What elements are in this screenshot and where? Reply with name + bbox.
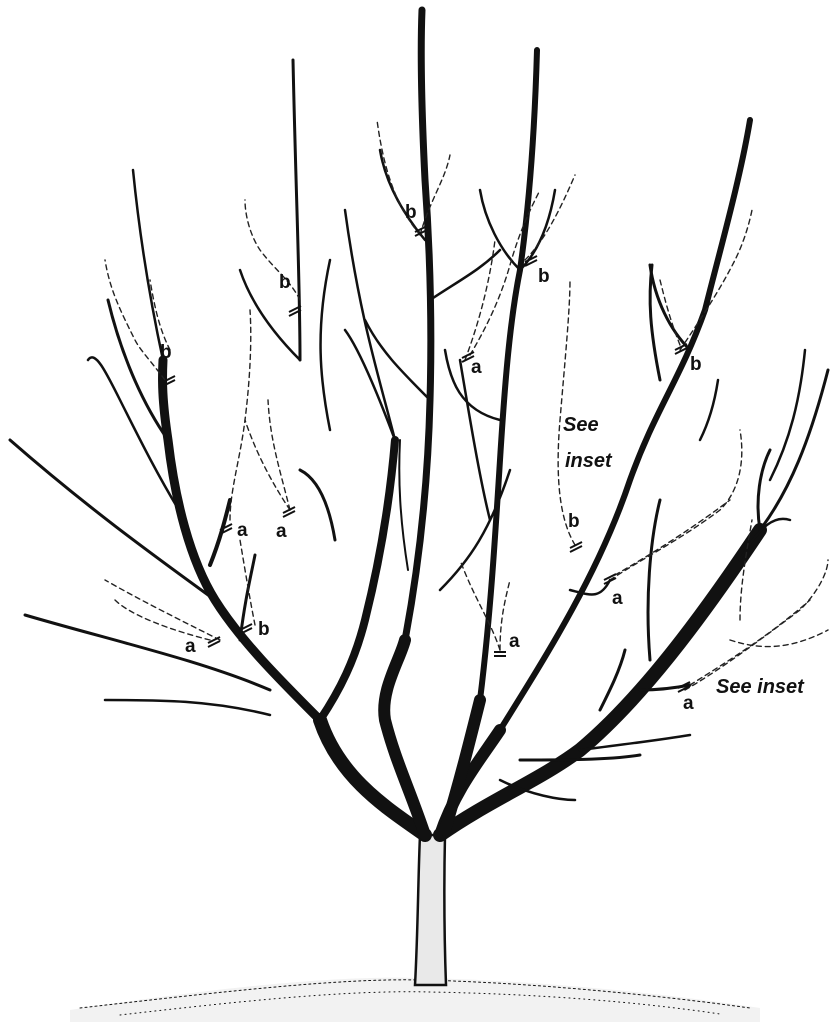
see-inset-callout: See inset xyxy=(716,676,805,698)
label-a: a xyxy=(471,357,482,378)
label-a: a xyxy=(276,521,287,542)
label-b: b xyxy=(258,619,270,640)
see-inset-callout-line2: inset xyxy=(565,450,613,472)
label-b: b xyxy=(160,342,172,363)
label-b: b xyxy=(568,511,580,532)
label-a: a xyxy=(185,636,196,657)
label-a: a xyxy=(509,631,520,652)
label-a: a xyxy=(683,693,694,714)
label-a: a xyxy=(612,588,623,609)
secondary-branches xyxy=(10,60,828,800)
label-b: b xyxy=(405,202,417,223)
label-b: b xyxy=(690,354,702,375)
see-inset-callout-line1: See xyxy=(563,414,599,436)
label-b: b xyxy=(538,266,550,287)
trunk xyxy=(415,835,446,985)
label-a: a xyxy=(237,520,248,541)
label-b: b xyxy=(279,272,291,293)
